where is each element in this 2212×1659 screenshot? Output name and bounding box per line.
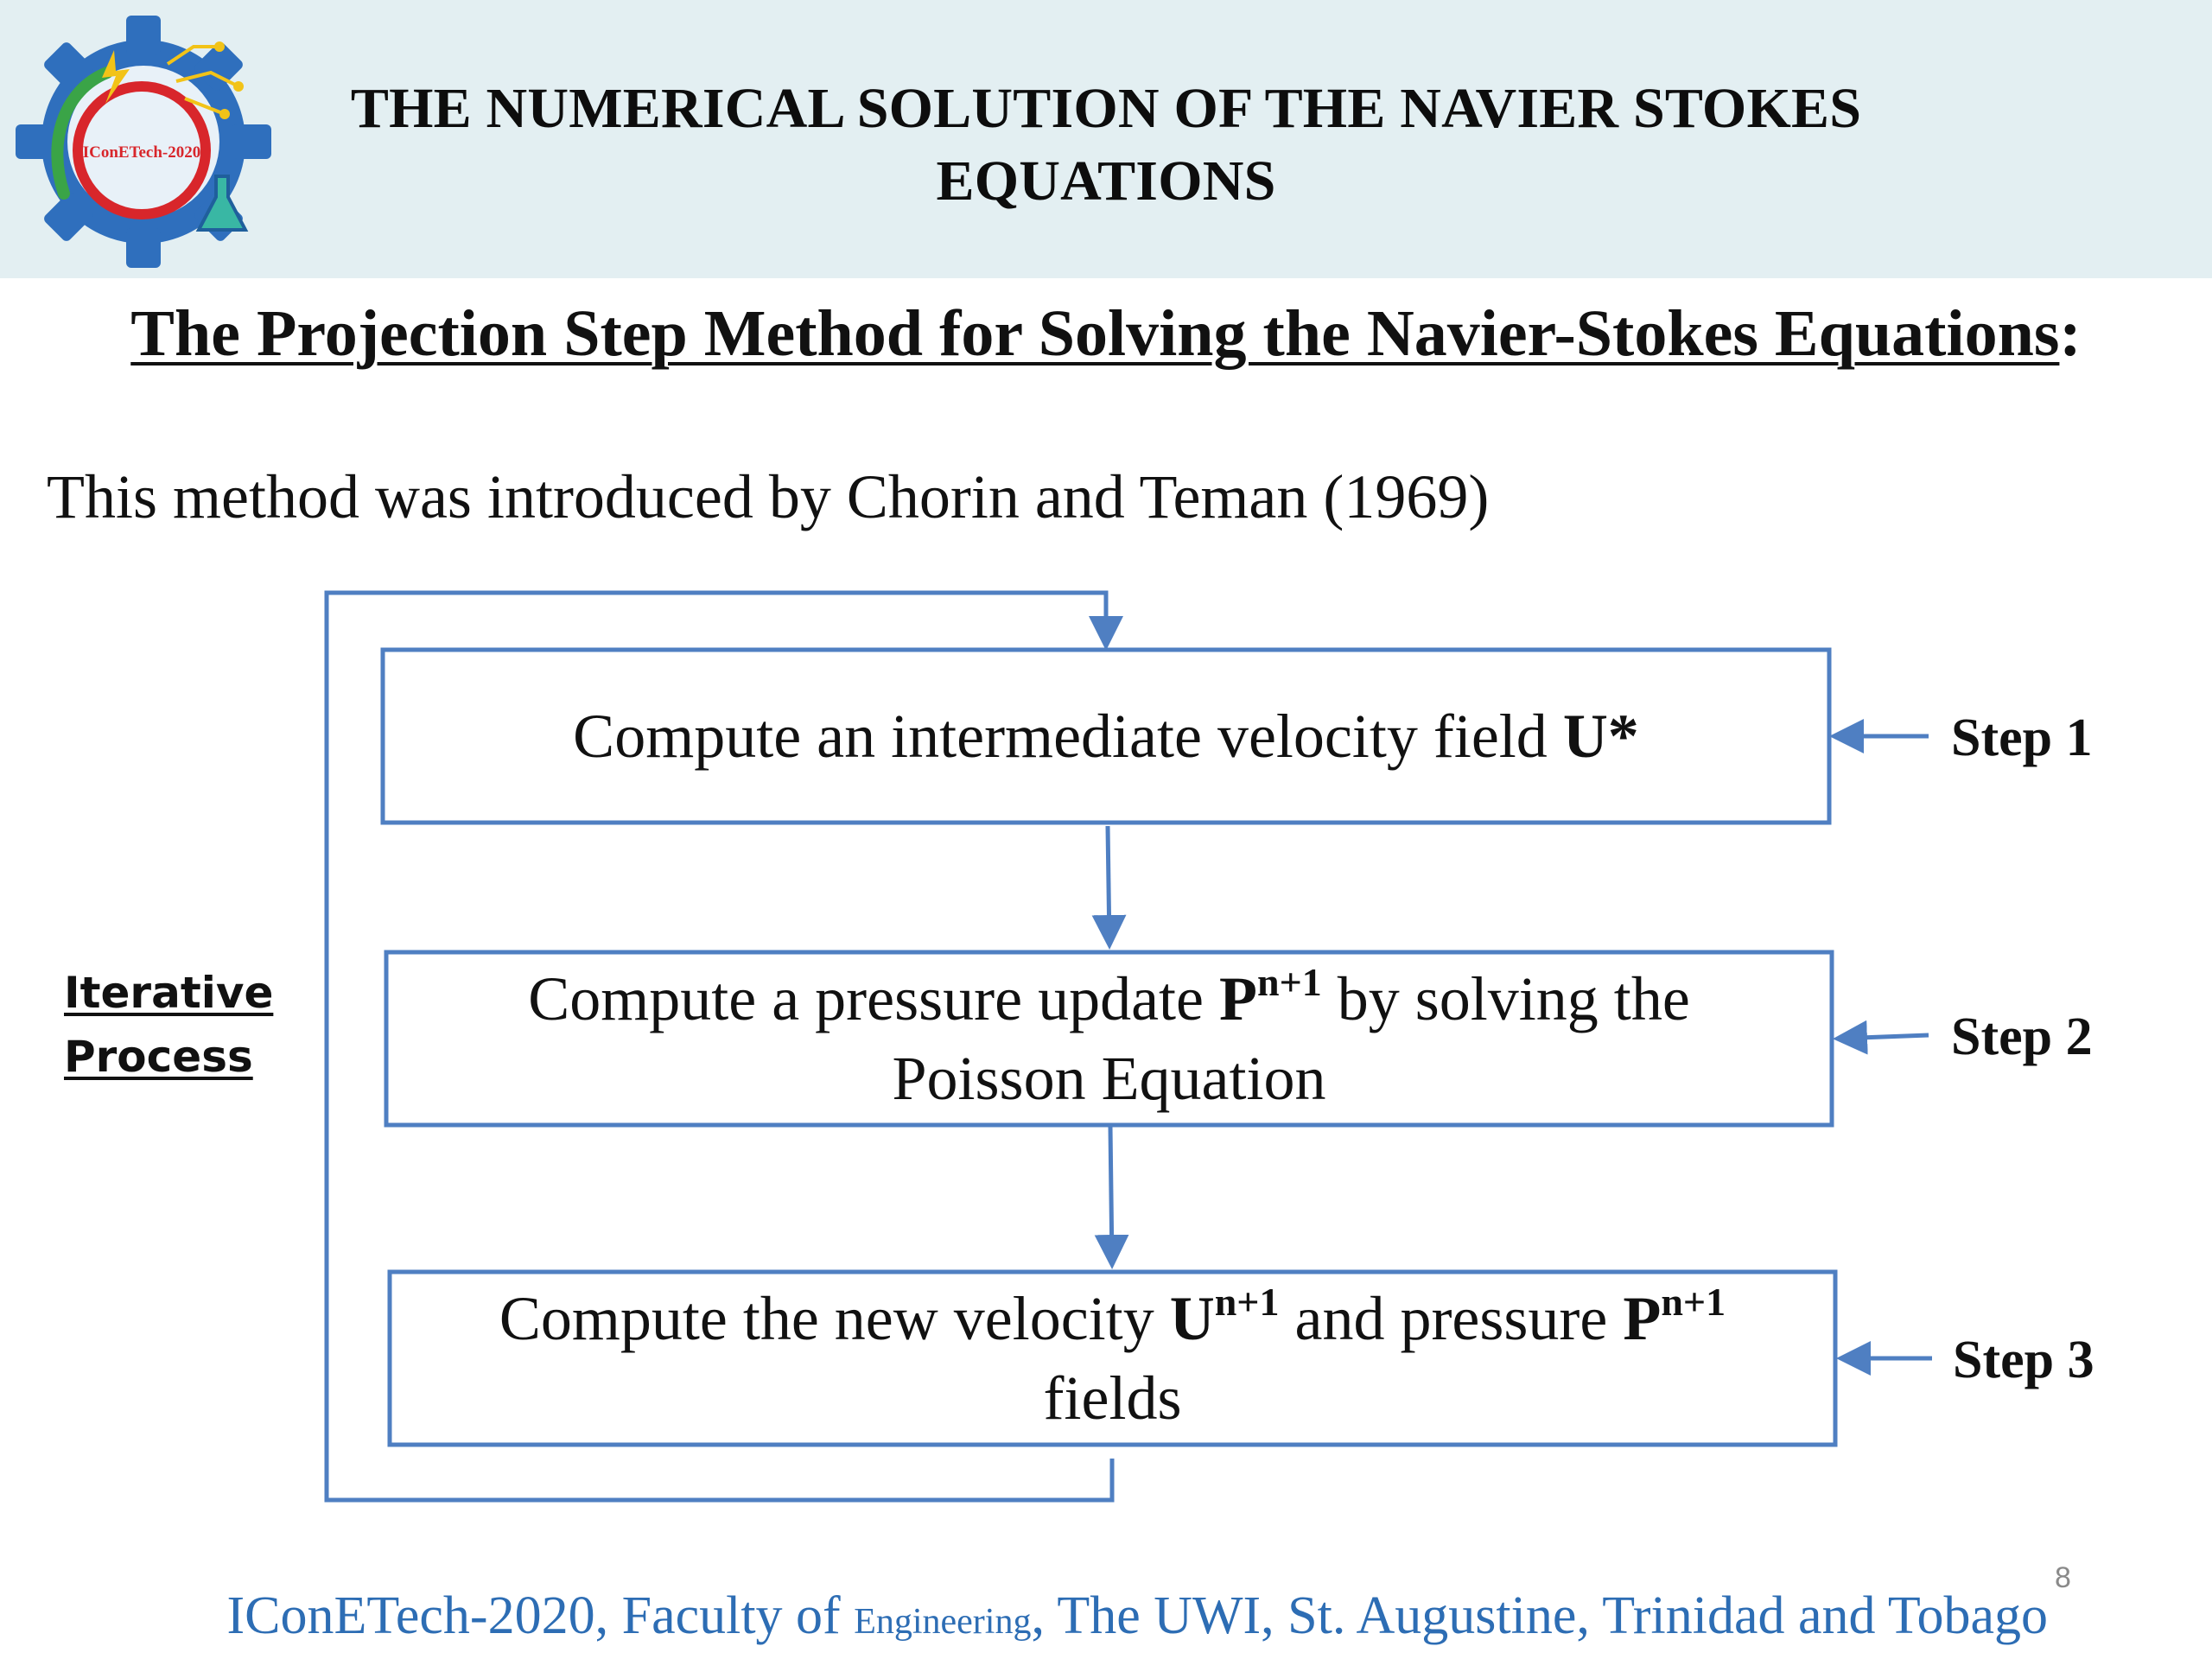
iterative-label-line2: Process [64, 1032, 253, 1082]
step3-text: Compute the new velocity [499, 1284, 1170, 1353]
step3-symbol-p: P [1623, 1284, 1662, 1353]
title-line-2: EQUATIONS [936, 149, 1276, 213]
step3-text-continued: and pressure [1279, 1284, 1624, 1353]
intro-text: This method was introduced by Chorin and… [47, 462, 1490, 531]
step2-box: Compute a pressure update Pn+1 by solvin… [389, 955, 1829, 1122]
section-heading-text: The Projection Step Method for Solving t… [130, 297, 2060, 370]
header-banner: IConETech-2020 THE NUMERICAL SOLUTION OF… [0, 0, 2212, 278]
conference-logo: IConETech-2020 [16, 16, 271, 268]
step1-text: Compute an intermediate velocity field [573, 702, 1563, 771]
step2-superscript: n+1 [1256, 960, 1322, 1004]
footer-text-1: IConETech-2020, Faculty of [226, 1586, 855, 1645]
step3-superscript-u: n+1 [1214, 1280, 1280, 1324]
step2-box-outline [384, 950, 1834, 1128]
step1-label: Step 1 [1951, 709, 2093, 767]
step1-box-outline [380, 647, 1832, 825]
footer-text-2: Engineering [854, 1602, 1032, 1642]
step2-text-line2: Poisson Equation [892, 1044, 1326, 1113]
section-heading-colon: : [2059, 297, 2082, 370]
page-number: 8 [2055, 1561, 2071, 1594]
step3-box-outline [387, 1269, 1838, 1447]
page-title: THE NUMERICAL SOLUTION OF THE NAVIER STO… [268, 73, 1944, 218]
section-heading: The Projection Step Method for Solving t… [0, 292, 2212, 375]
step3-symbol-u: U [1169, 1284, 1215, 1353]
step1-box: Compute an intermediate velocity field U… [385, 652, 1827, 820]
step1-symbol-u-star: U* [1562, 702, 1639, 771]
step2-text-continued: by solving the [1321, 964, 1690, 1033]
step2-label: Step 2 [1951, 1007, 2093, 1066]
arrow-step1-to-step2 [1091, 825, 1127, 950]
arrow-step2-to-step3 [1094, 1126, 1129, 1269]
loop-connector [324, 590, 1123, 1503]
step3-box: Compute the new velocity Un+1 and pressu… [392, 1274, 1833, 1442]
step3-superscript-p: n+1 [1661, 1280, 1726, 1324]
logo-text: IConETech-2020 [83, 143, 201, 162]
iterative-label-line1: Iterative [64, 968, 274, 1018]
title-line-1: THE NUMERICAL SOLUTION OF THE NAVIER STO… [350, 77, 1862, 140]
slide-footer: IConETech-2020, Faculty of Engineering, … [0, 1581, 2048, 1656]
step3-text-line2: fields [1043, 1363, 1182, 1433]
step3-label: Step 3 [1953, 1331, 2094, 1389]
arrow-step2-label [1833, 1020, 1929, 1055]
iterative-process-label: Iterative Process [64, 961, 289, 1089]
step2-text: Compute a pressure update [528, 964, 1219, 1033]
step2-symbol-p: P [1219, 964, 1257, 1033]
footer-text-3: , The UWI, St. Augustine, Trinidad and T… [1031, 1586, 2048, 1645]
